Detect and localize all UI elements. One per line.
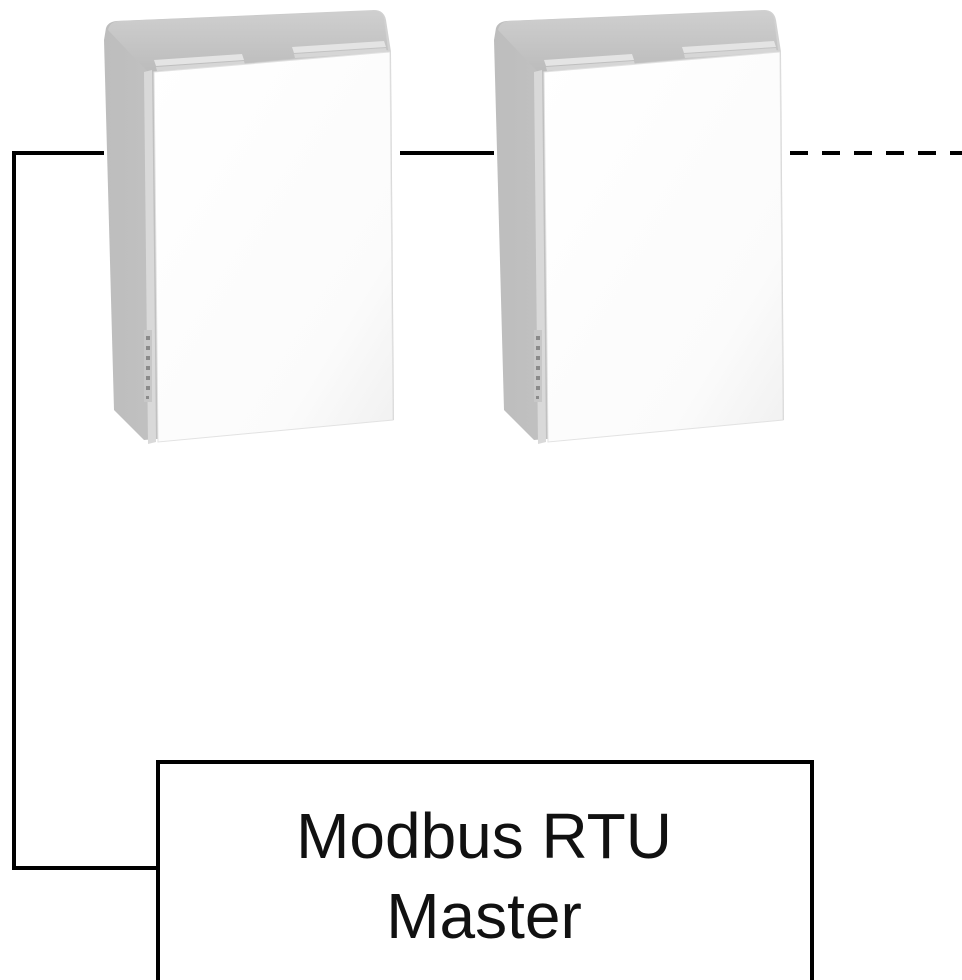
- master-label-line-1: Modbus RTU: [296, 800, 672, 872]
- sensor-device-2: [493, 9, 785, 445]
- wire-master-to-device-1: [12, 151, 160, 870]
- sensor-device-1: [103, 9, 395, 445]
- master-label-line-2: Master: [386, 880, 582, 952]
- bus-wiring: [12, 151, 962, 870]
- modbus-master-box: Modbus RTU Master: [156, 760, 814, 980]
